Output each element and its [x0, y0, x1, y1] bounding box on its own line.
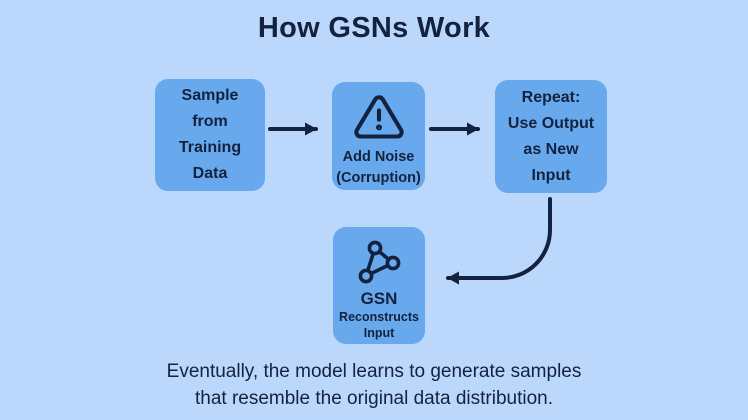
- step1-line: Training: [178, 139, 242, 156]
- step1-line: from: [192, 113, 228, 130]
- step1-line: Sample: [181, 87, 239, 104]
- step-repeat-use-output: Repeat: Use Output as New Input: [495, 80, 607, 193]
- step3-line: Use Output: [507, 114, 595, 132]
- warning-triangle-icon: [353, 95, 404, 139]
- step3-line: as New: [523, 140, 579, 158]
- step4-line: Reconstructs: [339, 310, 419, 324]
- step4-heading: GSN: [360, 289, 398, 308]
- network-graph-icon: [358, 240, 401, 284]
- arrow-step3-to-step4: [446, 197, 552, 285]
- step-sample-from-training-data: Sample from Training Data: [155, 79, 265, 191]
- step1-line: Data: [192, 165, 228, 182]
- step3-line: Input: [531, 166, 571, 184]
- step2-line: Add Noise: [342, 149, 415, 165]
- caption-line-2: that resemble the original data distribu…: [194, 388, 554, 409]
- caption: Eventually, the model learns to generate…: [0, 358, 748, 412]
- page-title: How GSNs Work: [257, 12, 491, 44]
- step2-line: (Corruption): [336, 170, 421, 186]
- step-gsn-reconstructs-input: GSN Reconstructs Input: [333, 227, 425, 344]
- step3-line: Repeat:: [521, 88, 581, 106]
- step4-line: Input: [363, 326, 395, 340]
- step-add-noise: Add Noise (Corruption): [332, 82, 425, 190]
- caption-line-1: Eventually, the model learns to generate…: [166, 361, 582, 382]
